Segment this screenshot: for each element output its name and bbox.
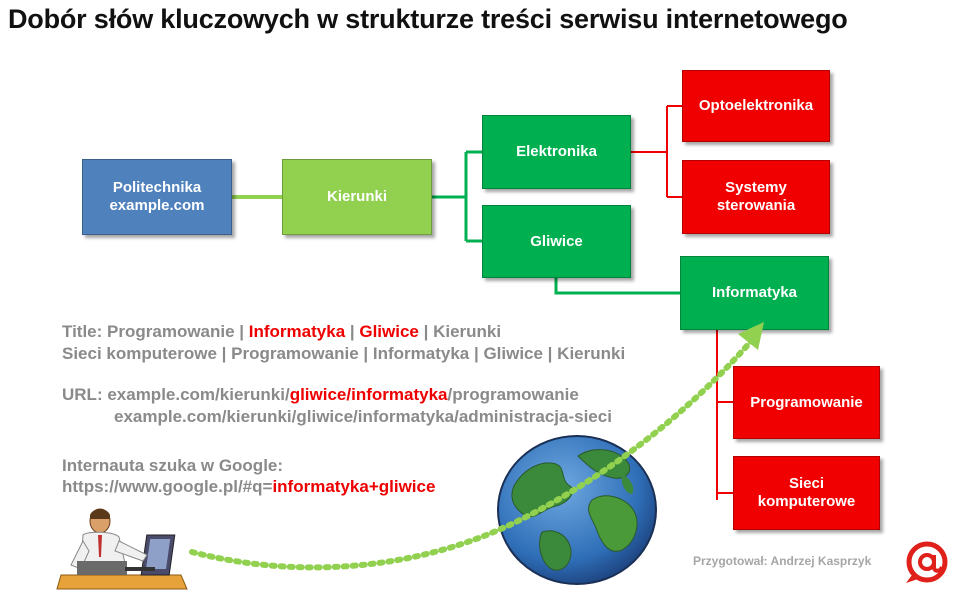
node-kierunki: Kierunki bbox=[282, 159, 432, 235]
search-line-2: https://www.google.pl/#q=informatyka+gli… bbox=[62, 477, 436, 496]
node-programowanie: Programowanie bbox=[733, 366, 880, 439]
at-sign-icon bbox=[906, 541, 948, 583]
node-sieci-komputerowe: Sieci komputerowe bbox=[733, 456, 880, 530]
node-optoelektronika: Optoelektronika bbox=[682, 70, 830, 142]
page-title: Dobór słów kluczowych w strukturze treśc… bbox=[8, 4, 848, 34]
title-tag-line-1: Title: Programowanie | Informatyka | Gli… bbox=[62, 322, 502, 341]
node-politechnika: Politechnika example.com bbox=[82, 159, 232, 235]
node-systemy-sterowania: Systemy sterowania bbox=[682, 160, 830, 234]
globe-icon bbox=[497, 435, 657, 585]
url-line-1: URL: example.com/kierunki/gliwice/inform… bbox=[62, 385, 579, 404]
url-line-2: example.com/kierunki/gliwice/informatyka… bbox=[114, 407, 612, 426]
node-gliwice: Gliwice bbox=[482, 205, 631, 278]
title-tag-line-2: Sieci komputerowe | Programowanie | Info… bbox=[62, 344, 626, 363]
node-elektronika: Elektronika bbox=[482, 115, 631, 189]
person-at-computer-icon bbox=[56, 508, 188, 590]
node-informatyka: Informatyka bbox=[680, 256, 829, 330]
author-credit: Przygotował: Andrzej Kasprzyk bbox=[693, 554, 872, 568]
search-line-1: Internauta szuka w Google: bbox=[62, 456, 284, 475]
